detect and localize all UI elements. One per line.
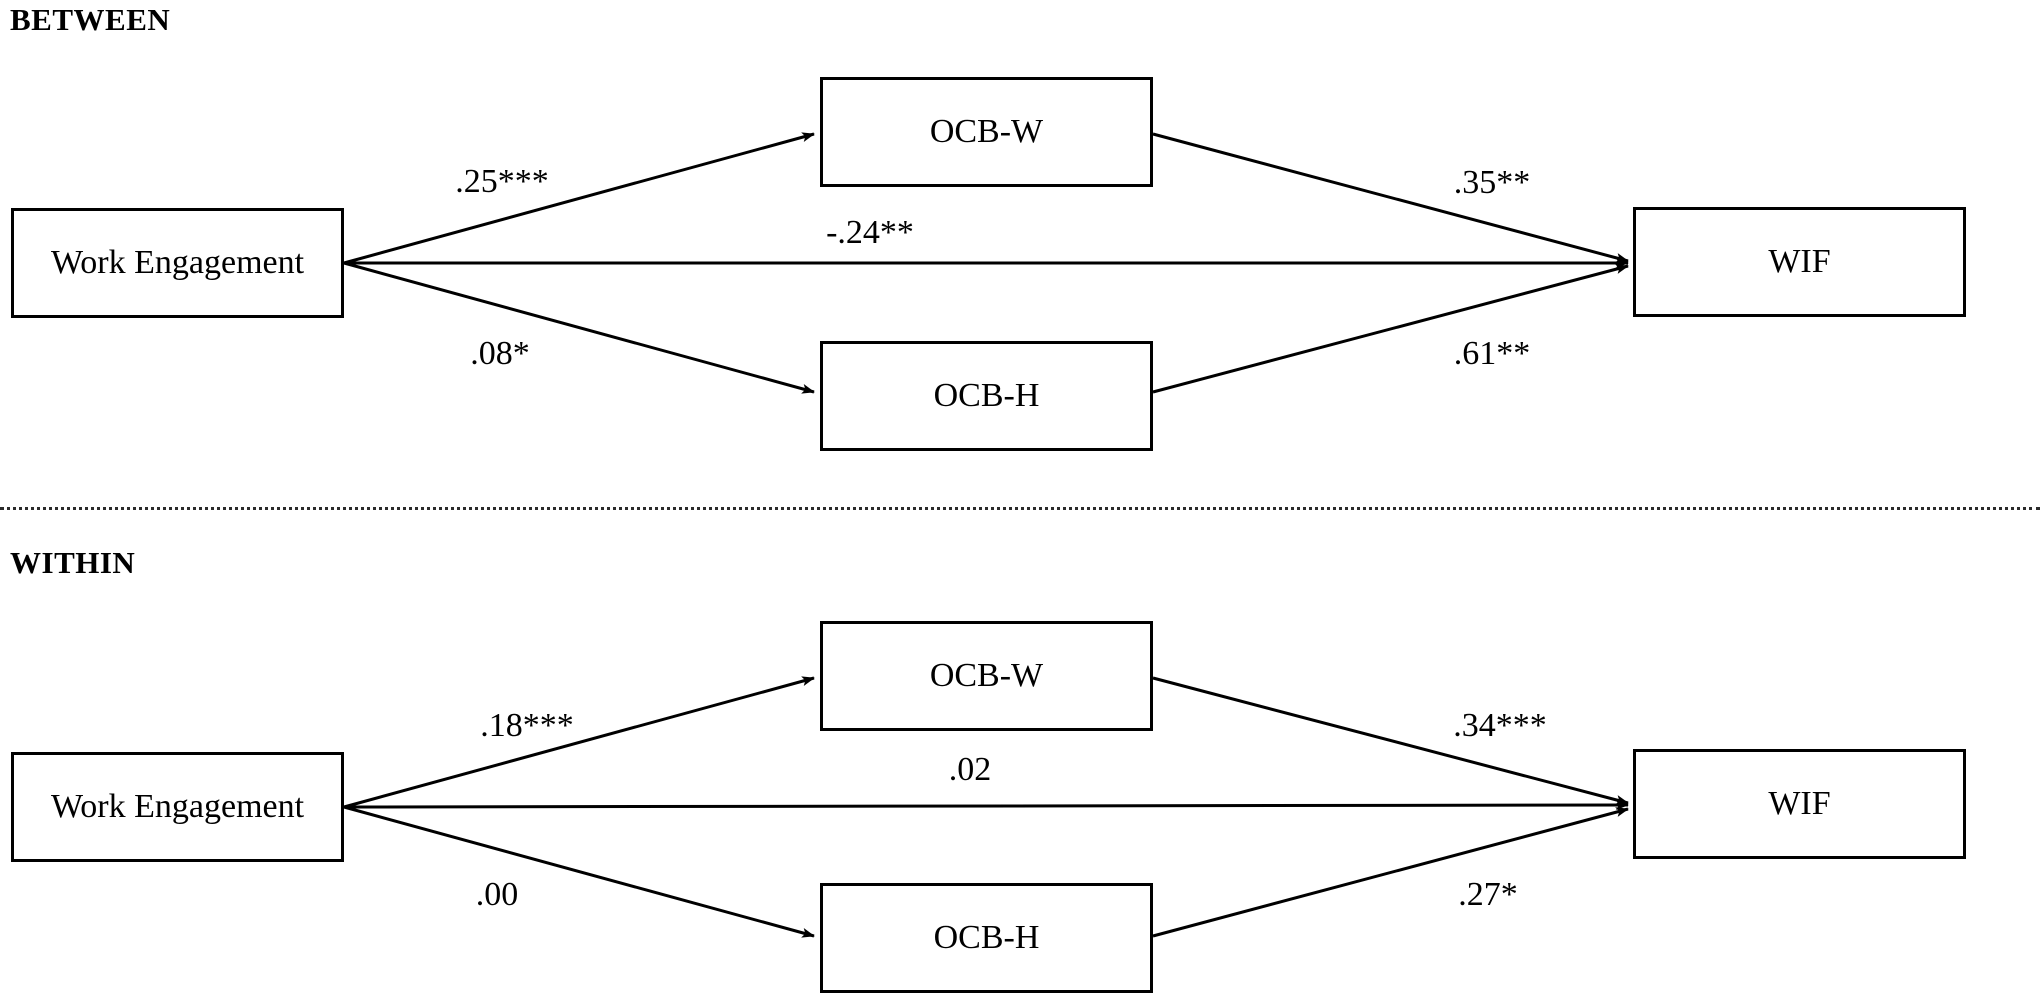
section-divider <box>0 507 2040 510</box>
edge-we-to-ocbw-within <box>343 676 815 809</box>
node-ocb-w-within: OCB-W <box>820 621 1153 731</box>
node-wif-between: WIF <box>1633 207 1966 317</box>
section-heading-within: WITHIN <box>10 545 136 580</box>
edge-we-to-wif-within <box>343 800 1629 811</box>
path-label-ocbw-to-wif-within: .34*** <box>1453 707 1547 744</box>
path-label-ocbh-to-wif-between: .61** <box>1453 335 1531 372</box>
path-label-we-to-wif-within: .02 <box>948 751 992 788</box>
path-label-ocbh-to-wif-within: .27* <box>1458 876 1518 913</box>
edge-ocbw-to-wif-within <box>1152 676 1629 805</box>
node-ocb-h-between: OCB-H <box>820 341 1153 451</box>
path-label-ocbw-to-wif-between: .35** <box>1453 164 1531 201</box>
edge-we-to-ocbh-within <box>343 805 815 938</box>
node-ocb-h-within: OCB-H <box>820 883 1153 993</box>
path-label-we-to-ocbw-between: .25*** <box>455 163 549 200</box>
edge-ocbh-to-wif-within <box>1152 807 1629 938</box>
path-label-we-to-ocbw-within: .18*** <box>480 707 574 744</box>
edge-we-to-ocbh-between <box>343 261 815 394</box>
edge-ocbw-to-wif-between <box>1152 132 1629 263</box>
section-heading-between: BETWEEN <box>10 2 171 37</box>
edge-we-to-ocbw-between <box>343 132 815 265</box>
path-label-we-to-wif-between: -.24** <box>826 214 914 251</box>
node-work-engagement-between: Work Engagement <box>11 208 344 318</box>
edge-ocbh-to-wif-between <box>1152 264 1629 394</box>
path-label-we-to-ocbh-within: .00 <box>475 876 519 913</box>
node-ocb-w-between: OCB-W <box>820 77 1153 187</box>
node-wif-within: WIF <box>1633 749 1966 859</box>
node-work-engagement-within: Work Engagement <box>11 752 344 862</box>
path-label-we-to-ocbh-between: .08* <box>470 335 530 372</box>
